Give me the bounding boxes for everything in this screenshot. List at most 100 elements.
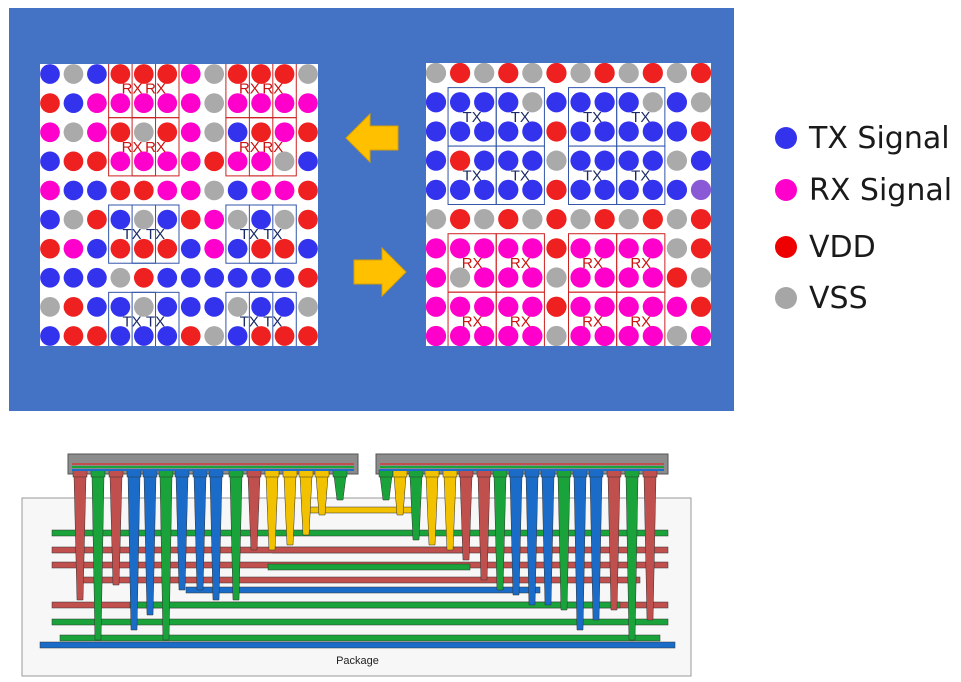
tx-block-label: TX bbox=[263, 226, 282, 243]
misc-bump bbox=[690, 179, 711, 201]
rx-bump bbox=[642, 267, 663, 288]
vss-bump bbox=[204, 93, 225, 113]
vss-bump bbox=[274, 151, 295, 172]
vss-bump bbox=[642, 92, 663, 113]
bump-pad bbox=[508, 469, 524, 478]
tx-bump bbox=[522, 150, 543, 171]
tx-bump bbox=[157, 267, 178, 288]
tx-bump bbox=[87, 297, 107, 317]
vdd-bump bbox=[87, 209, 107, 230]
bump-pad bbox=[642, 469, 658, 478]
redistribution-line bbox=[72, 466, 354, 468]
package-routing-svg bbox=[21, 453, 692, 677]
vdd-bump bbox=[274, 238, 295, 259]
rx-bump bbox=[227, 151, 248, 172]
rx-bump bbox=[642, 325, 663, 346]
vdd-bump bbox=[63, 297, 84, 317]
tx-bump bbox=[133, 326, 154, 346]
tx-bump bbox=[690, 150, 711, 171]
vss-bump bbox=[666, 150, 688, 171]
bump-pad bbox=[72, 469, 88, 478]
vss-bump bbox=[546, 267, 567, 288]
vdd-bump bbox=[63, 151, 84, 172]
bump-pad bbox=[556, 469, 572, 478]
routing-trace bbox=[51, 618, 669, 626]
bump-pad bbox=[192, 469, 208, 478]
tx-block-outline bbox=[495, 145, 545, 205]
rx-bump bbox=[618, 238, 639, 259]
vss-bump bbox=[690, 267, 711, 288]
redistribution-line bbox=[380, 463, 664, 465]
vss-bump bbox=[546, 325, 567, 346]
legend-label: VSS bbox=[809, 280, 868, 316]
tx-dot-icon bbox=[775, 127, 797, 149]
vdd-bump bbox=[546, 208, 567, 230]
bump-pad bbox=[524, 469, 540, 478]
rx-bump bbox=[426, 325, 447, 346]
bump-pad bbox=[142, 469, 158, 478]
vss-bump bbox=[666, 63, 688, 84]
tx-bump bbox=[63, 93, 84, 113]
tx-block-label: TX bbox=[463, 167, 482, 184]
routing-trace bbox=[51, 529, 669, 537]
redistribution-line bbox=[380, 466, 664, 468]
redistribution-line bbox=[72, 469, 354, 471]
rx-bump bbox=[666, 296, 688, 317]
vss-bump bbox=[204, 180, 225, 201]
tx-block-label: TX bbox=[511, 109, 530, 126]
legend-item-vss: VSS bbox=[775, 278, 868, 318]
rx-bump bbox=[474, 296, 495, 317]
bump-pad bbox=[228, 469, 244, 478]
rx-bump bbox=[570, 325, 591, 346]
rx-bump bbox=[133, 151, 154, 172]
legend-label: TX Signal bbox=[809, 120, 950, 156]
tx-bump bbox=[87, 180, 107, 201]
tx-bump bbox=[642, 150, 663, 171]
tx-bump bbox=[666, 121, 688, 142]
vdd-bump bbox=[594, 208, 615, 230]
tx-bump bbox=[426, 92, 447, 113]
tx-block-outline bbox=[248, 291, 297, 346]
rx-bump bbox=[449, 238, 471, 259]
vdd-bump bbox=[642, 63, 663, 84]
tx-bump bbox=[157, 209, 178, 230]
tx-bump bbox=[204, 297, 225, 317]
tx-bump bbox=[251, 209, 271, 230]
vdd-bump bbox=[546, 179, 567, 201]
legend-label: RX Signal bbox=[809, 172, 953, 208]
tx-bump bbox=[449, 92, 471, 113]
vdd-bump bbox=[666, 267, 688, 288]
tx-bump bbox=[251, 297, 271, 317]
vdd-bump bbox=[274, 326, 295, 346]
rx-bump bbox=[570, 238, 591, 259]
routing-trace bbox=[129, 601, 621, 609]
rx-bump bbox=[594, 296, 615, 317]
vdd-bump bbox=[133, 238, 154, 259]
tx-bump bbox=[426, 121, 447, 142]
rx-block-outline bbox=[248, 117, 297, 177]
rx-bump bbox=[449, 296, 471, 317]
rx-bump bbox=[180, 93, 201, 113]
vss-bump bbox=[274, 209, 295, 230]
rx-bump bbox=[522, 238, 543, 259]
vss-bump bbox=[618, 63, 639, 84]
tx-bump bbox=[522, 121, 543, 142]
vdd-bump bbox=[110, 180, 131, 201]
routing-trace bbox=[59, 634, 661, 642]
tx-bump bbox=[87, 267, 107, 288]
rx-block-label: RX bbox=[582, 313, 603, 330]
tx-block-label: TX bbox=[146, 226, 165, 243]
vss-bump bbox=[63, 209, 84, 230]
vss-bump bbox=[690, 92, 711, 113]
vdd-bump bbox=[642, 208, 663, 230]
vss-bump bbox=[449, 267, 471, 288]
vdd-bump bbox=[498, 208, 519, 230]
via bbox=[379, 475, 393, 501]
bump-pad bbox=[298, 469, 314, 478]
tx-bump bbox=[594, 121, 615, 142]
tx-bump bbox=[110, 209, 131, 230]
tx-bump bbox=[274, 297, 295, 317]
rx-bump bbox=[110, 151, 131, 172]
bump-pad bbox=[108, 469, 124, 478]
rx-bump bbox=[618, 296, 639, 317]
